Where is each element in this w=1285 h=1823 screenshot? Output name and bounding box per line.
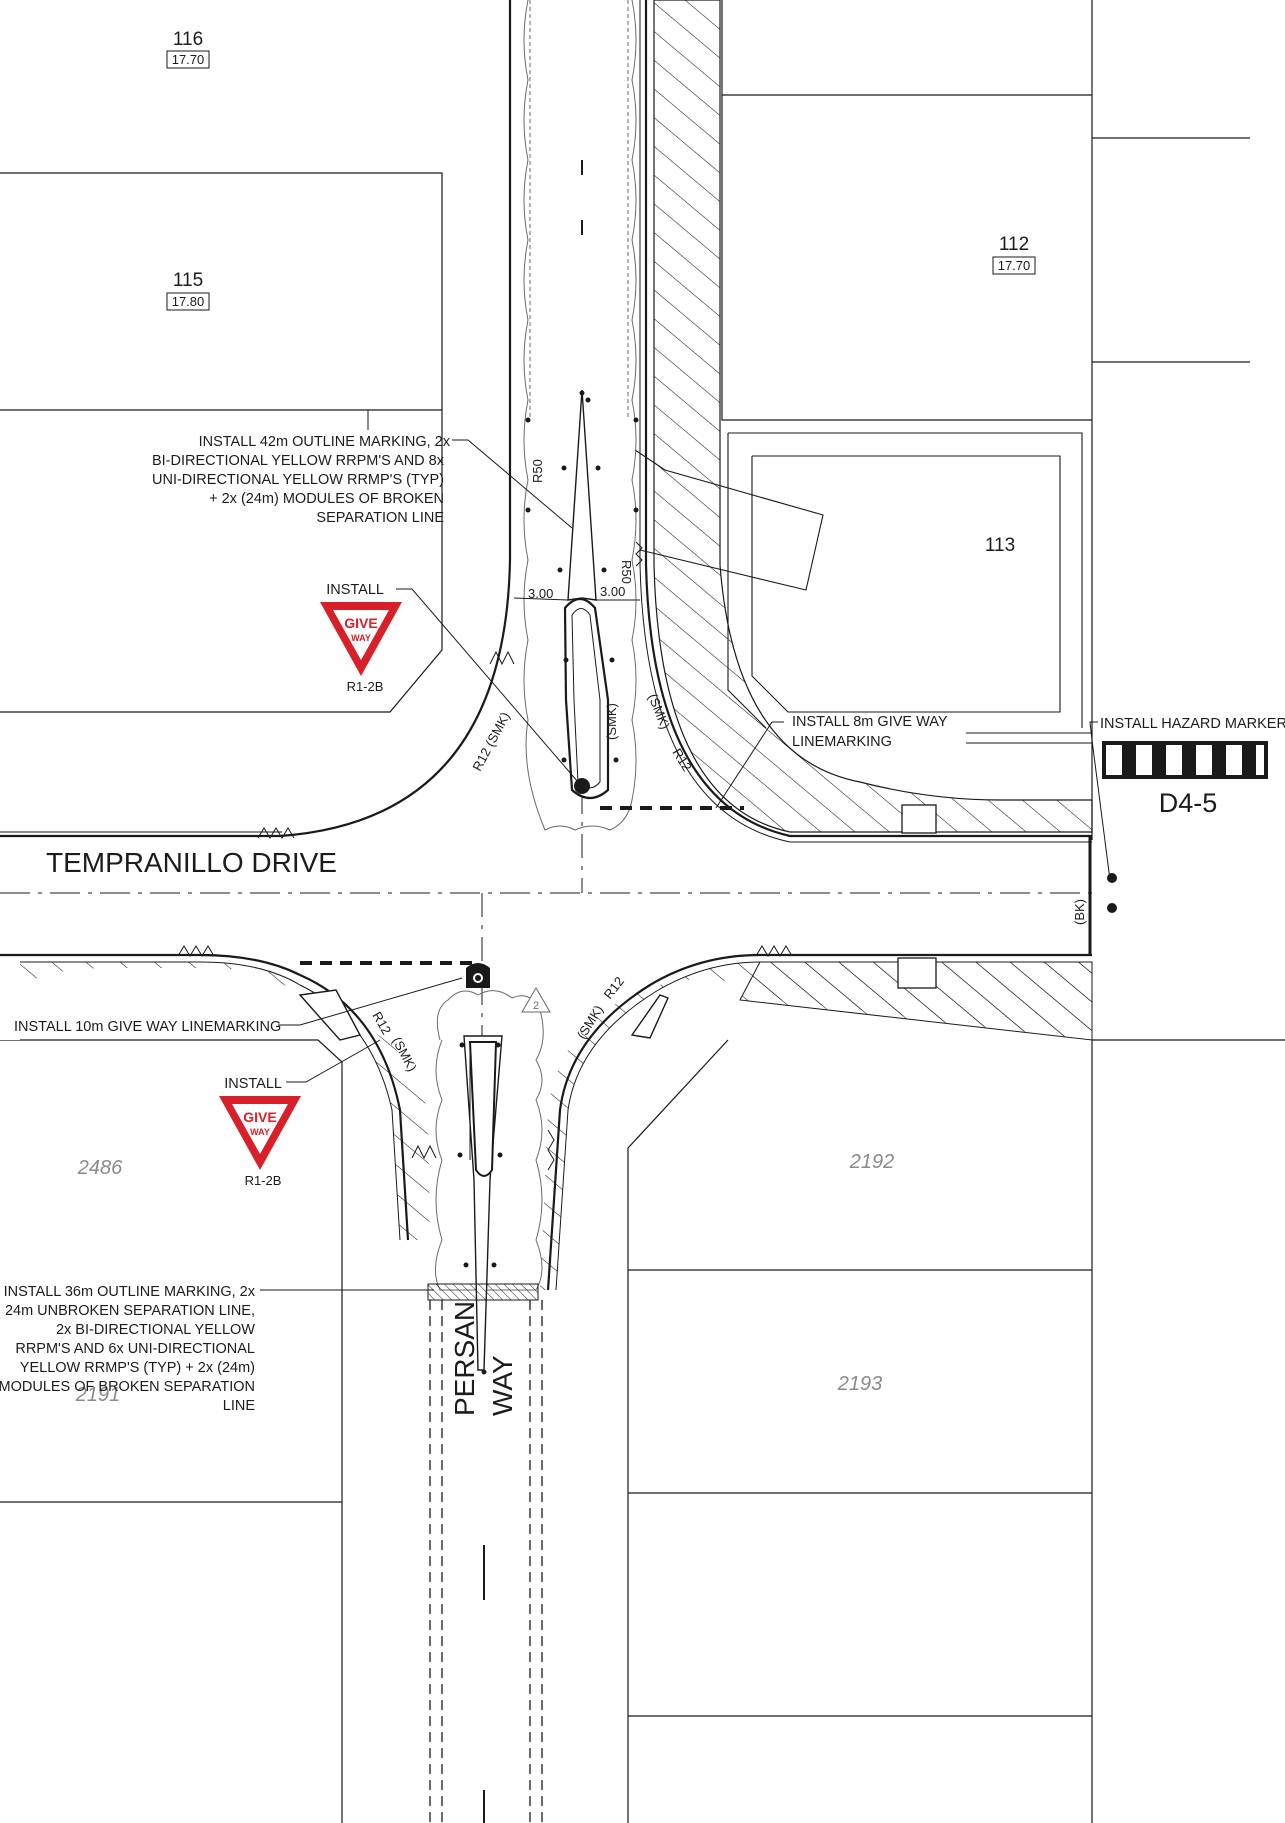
give-way-sign-north: GIVE WAY R1-2B <box>320 602 402 694</box>
note-install-north: INSTALL <box>326 582 384 598</box>
revision-tag-number: 2 <box>533 1000 539 1012</box>
give-way-north-line1: GIVE <box>344 615 377 631</box>
note-north-outline-line-5: SEPARATION LINE <box>316 510 444 526</box>
dim-left: 3.00 <box>528 586 553 601</box>
give-way-sign-south: GIVE WAY R1-2B <box>219 1096 301 1188</box>
note-south-outline-line-4: RRPM'S AND 6x UNI-DIRECTIONAL <box>15 1341 255 1357</box>
way-label: WAY <box>487 1355 518 1416</box>
leader-lines <box>260 410 1111 1291</box>
hazard-code: D4-5 <box>1159 788 1218 818</box>
note-give-way-8m-line-1: INSTALL 8m GIVE WAY <box>792 714 948 730</box>
lot-115-number: 115 <box>173 270 203 291</box>
note-south-outline-line-2: 24m UNBROKEN SEPARATION LINE, <box>5 1303 255 1319</box>
lot-2192-number: 2192 <box>849 1151 895 1173</box>
give-way-south-code: R1-2B <box>245 1173 282 1188</box>
north-branch <box>513 0 744 831</box>
note-hazard-marker: INSTALL HAZARD MARKER <box>1100 716 1285 732</box>
note-give-way-10m: INSTALL 10m GIVE WAY LINEMARKING <box>14 1019 281 1035</box>
note-south-outline-line-3: 2x BI-DIRECTIONAL YELLOW <box>56 1322 255 1338</box>
lot-2191-number: 2191 <box>75 1384 121 1406</box>
road-names: TEMPRANILLO DRIVE PERSAN WAY <box>46 847 518 1416</box>
note-south-outline-line-1: INSTALL 36m OUTLINE MARKING, 2x <box>4 1284 256 1300</box>
note-north-outline-line-3: UNI-DIRECTIONAL YELLOW RRMP'S (TYP) <box>152 472 444 488</box>
note-north-outline-line-2: BI-DIRECTIONAL YELLOW RRPM'S AND 8x <box>152 453 445 469</box>
lot-116-number: 116 <box>173 29 203 50</box>
give-way-north-code: R1-2B <box>347 679 384 694</box>
persan-label: PERSAN <box>449 1301 480 1416</box>
lot-2486-number: 2486 <box>77 1157 123 1179</box>
note-give-way-8m-line-2: LINEMARKING <box>792 734 892 750</box>
r50-right: R50 <box>619 560 634 584</box>
note-north-outline: INSTALL 42m OUTLINE MARKING, 2x BI-DIREC… <box>152 434 451 526</box>
bk-label: (BK) <box>1072 899 1087 925</box>
lot-113-number: 113 <box>985 535 1015 556</box>
kerb-markers <box>177 541 793 1171</box>
lot-112-number: 112 <box>999 234 1029 255</box>
tempranillo-road <box>0 0 1093 1291</box>
lot-112-level: 17.70 <box>998 258 1031 273</box>
give-way-south-line1: GIVE <box>243 1109 276 1125</box>
lot-labels: 116 17.70 115 17.80 112 17.70 113 2486 2… <box>75 29 1036 1406</box>
tempranillo-drive-label: TEMPRANILLO DRIVE <box>46 847 337 878</box>
give-way-south-line2: WAY <box>250 1127 270 1137</box>
note-south-outline-line-7: LINE <box>223 1398 256 1414</box>
note-south-outline-line-6: MODULES OF BROKEN SEPARATION <box>0 1379 255 1395</box>
note-south-outline-line-5: YELLOW RRMP'S (TYP) + 2x (24m) <box>20 1360 255 1376</box>
note-north-outline-line-1: INSTALL 42m OUTLINE MARKING, 2x <box>199 434 451 450</box>
r12-se: R12 <box>601 974 628 1002</box>
lot-115-level: 17.80 <box>172 294 205 309</box>
note-install-south: INSTALL <box>224 1076 282 1092</box>
hazard-marker-sign: D4-5 <box>1102 741 1268 913</box>
smk-island: (SMK) <box>604 703 619 740</box>
note-north-outline-line-4: + 2x (24m) MODULES OF BROKEN <box>209 491 444 507</box>
note-give-way-8m: INSTALL 8m GIVE WAY LINEMARKING <box>792 714 948 750</box>
revision-tag: 2 <box>521 987 551 1013</box>
r50-left: R50 <box>530 459 545 483</box>
dim-right: 3.00 <box>600 584 625 599</box>
lot-2193-number: 2193 <box>837 1373 883 1395</box>
lot-116-level: 17.70 <box>172 52 205 67</box>
south-branch <box>298 961 669 1823</box>
give-way-north-line2: WAY <box>351 633 371 643</box>
note-south-outline: INSTALL 36m OUTLINE MARKING, 2x 24m UNBR… <box>0 1284 256 1414</box>
